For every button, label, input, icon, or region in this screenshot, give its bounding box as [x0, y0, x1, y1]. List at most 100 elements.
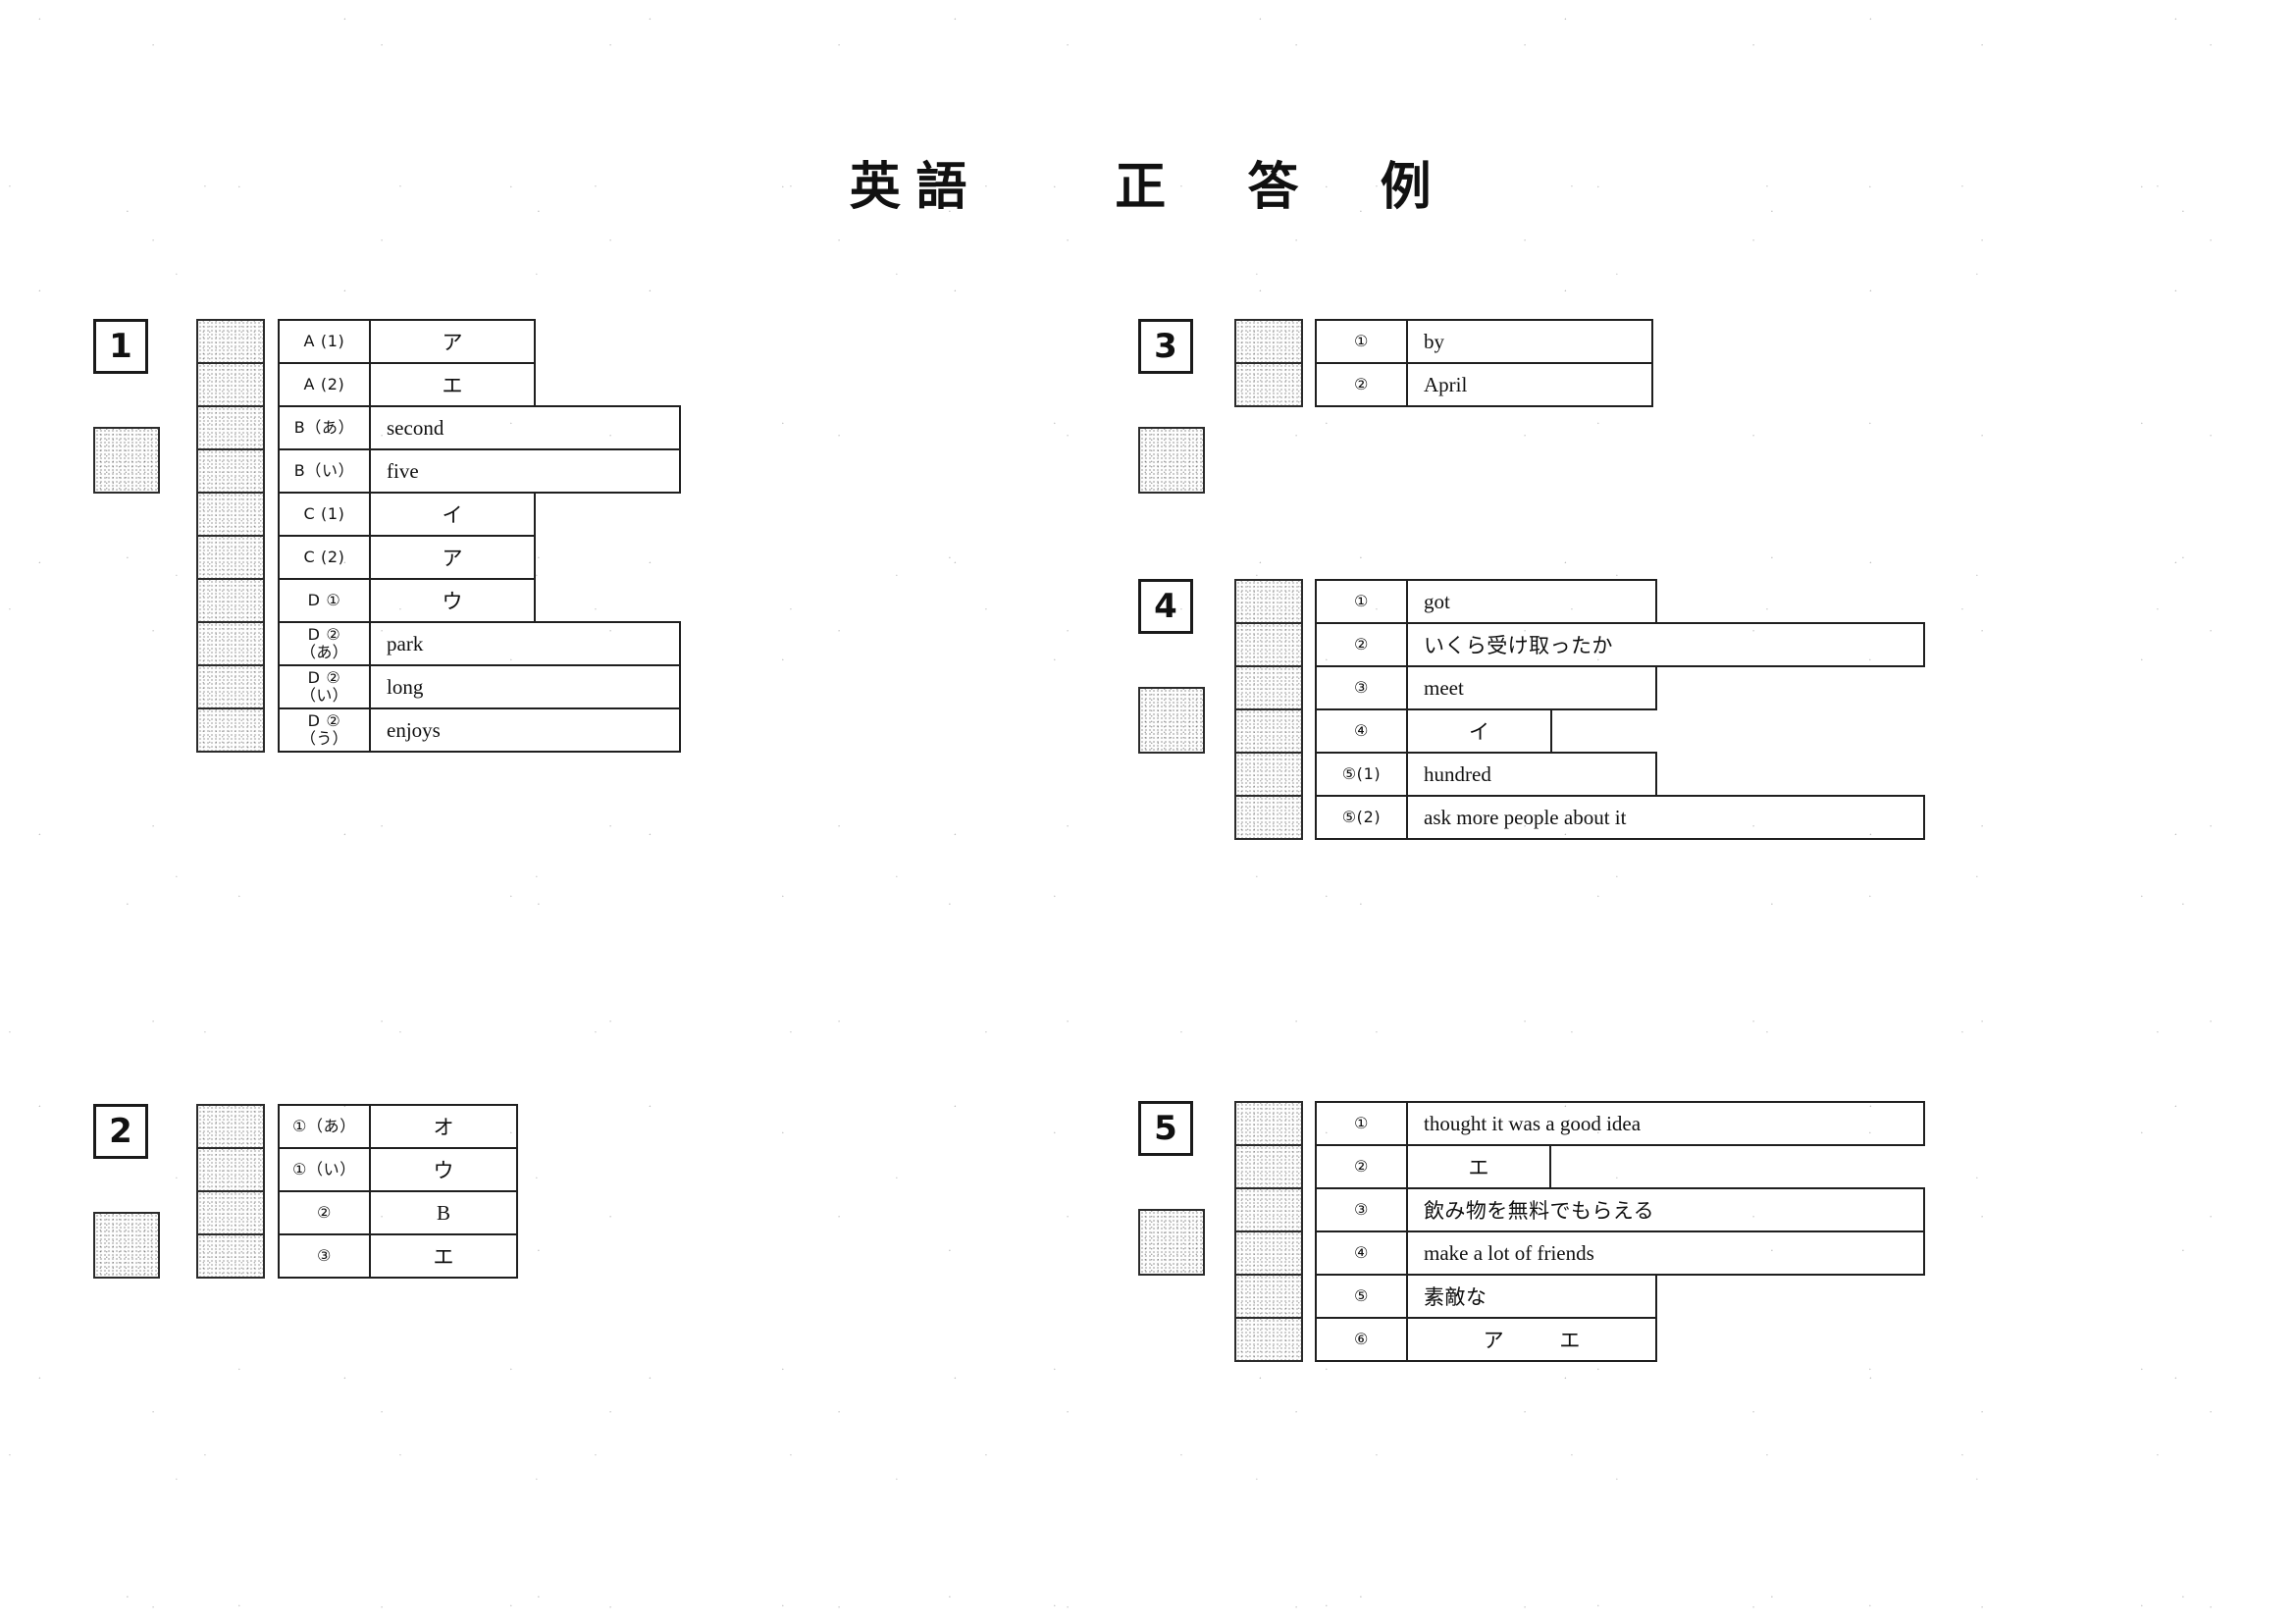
answer-label: ①: [1315, 319, 1408, 364]
answer-label: ⑤(1): [1315, 752, 1408, 797]
answer-label: ③: [278, 1233, 371, 1279]
score-cell[interactable]: [1234, 319, 1303, 364]
answer-label: D ②（あ）: [278, 621, 371, 666]
score-column-1: [196, 319, 265, 753]
answer-label-top: ④: [1354, 1243, 1369, 1263]
score-cell[interactable]: [196, 664, 265, 709]
score-cell[interactable]: [1234, 362, 1303, 407]
score-cell[interactable]: [196, 1104, 265, 1149]
answer-row: A (2)エ: [278, 362, 681, 407]
answer-label-top: ⑥: [1354, 1330, 1369, 1349]
answer-row: ⑤(2)ask more people about it: [1315, 795, 1925, 840]
score-cell[interactable]: [1234, 1101, 1303, 1146]
answer-label: ②: [1315, 622, 1408, 667]
score-cell[interactable]: [196, 362, 265, 407]
answer-row: ⑤(1)hundred: [1315, 752, 1925, 797]
answer-label-top: B（い）: [293, 461, 355, 481]
score-cell[interactable]: [1234, 752, 1303, 797]
answer-label-top: D ②: [307, 625, 341, 645]
answer-label: ⑤(2): [1315, 795, 1408, 840]
score-cell[interactable]: [1234, 1274, 1303, 1319]
answer-label: ②: [1315, 1144, 1408, 1189]
score-cell[interactable]: [196, 448, 265, 494]
answer-label-top: D ①: [307, 591, 341, 610]
score-cell[interactable]: [1234, 1187, 1303, 1232]
answer-label: ①（あ）: [278, 1104, 371, 1149]
answer-value: イ: [371, 492, 536, 537]
answer-row: B（あ） second: [278, 405, 681, 450]
score-cell[interactable]: [1234, 622, 1303, 667]
answer-value: make a lot of friends: [1408, 1230, 1925, 1276]
answer-value: park: [371, 621, 681, 666]
question-number-box-4: 4: [1138, 579, 1193, 634]
score-cell[interactable]: [196, 1147, 265, 1192]
answer-label: ①（い）: [278, 1147, 371, 1192]
question-number-box-5: 5: [1138, 1101, 1193, 1156]
total-score-box-3[interactable]: [1138, 427, 1205, 494]
answer-label-bottom: （い）: [300, 686, 348, 705]
answer-value: long: [371, 664, 681, 709]
answer-label-top: ④: [1354, 721, 1369, 741]
total-score-box-2[interactable]: [93, 1212, 160, 1279]
score-cell[interactable]: [1234, 708, 1303, 754]
score-cell[interactable]: [196, 405, 265, 450]
score-cell[interactable]: [1234, 579, 1303, 624]
answer-label: ①: [1315, 1101, 1408, 1146]
score-cell[interactable]: [1234, 1317, 1303, 1362]
answer-label-top: ①（あ）: [292, 1117, 356, 1136]
answer-label: ④: [1315, 708, 1408, 754]
score-cell[interactable]: [196, 578, 265, 623]
answer-label: D ①: [278, 578, 371, 623]
answer-label-top: C (2): [303, 548, 345, 567]
total-score-box-4[interactable]: [1138, 687, 1205, 754]
score-cell[interactable]: [1234, 795, 1303, 840]
answer-value: ウ: [371, 1147, 518, 1192]
answer-label-bottom: （う）: [300, 729, 348, 748]
answer-label: ⑥: [1315, 1317, 1408, 1362]
score-cell[interactable]: [1234, 1230, 1303, 1276]
question-number-box-2: 2: [93, 1104, 148, 1159]
answer-value: エ: [371, 362, 536, 407]
answer-label-top: B（あ）: [293, 418, 355, 438]
total-score-box-5[interactable]: [1138, 1209, 1205, 1276]
answer-value: いくら受け取ったか: [1408, 622, 1925, 667]
answer-label: ④: [1315, 1230, 1408, 1276]
answer-value: ウ: [371, 578, 536, 623]
score-cell[interactable]: [1234, 665, 1303, 710]
score-cell[interactable]: [196, 1233, 265, 1279]
answer-row: ①（い）ウ: [278, 1147, 518, 1192]
score-column-3: [1234, 319, 1303, 407]
answer-label-top: A (1): [303, 332, 345, 351]
score-cell[interactable]: [196, 621, 265, 666]
answer-value: エ: [371, 1233, 518, 1279]
score-cell[interactable]: [196, 1190, 265, 1235]
answer-label: A (1): [278, 319, 371, 364]
answer-label: A (2): [278, 362, 371, 407]
score-cell[interactable]: [196, 492, 265, 537]
score-cell[interactable]: [196, 319, 265, 364]
answer-row: D ②（い）long: [278, 664, 681, 709]
total-score-box-1[interactable]: [93, 427, 160, 494]
answer-value: got: [1408, 579, 1657, 624]
answer-value: five: [371, 448, 681, 494]
answer-label-top: ⑤(2): [1341, 808, 1382, 827]
answer-value: second: [371, 405, 681, 450]
score-cell[interactable]: [196, 535, 265, 580]
answer-label-top: ⑤(1): [1341, 764, 1382, 784]
question-number-box-1: 1: [93, 319, 148, 374]
page-title: 英語 正 答 例: [849, 157, 1447, 217]
score-cell[interactable]: [196, 707, 265, 753]
answer-value: 飲み物を無料でもらえる: [1408, 1187, 1925, 1232]
score-cell[interactable]: [1234, 1144, 1303, 1189]
answer-value: イ: [1408, 708, 1552, 754]
